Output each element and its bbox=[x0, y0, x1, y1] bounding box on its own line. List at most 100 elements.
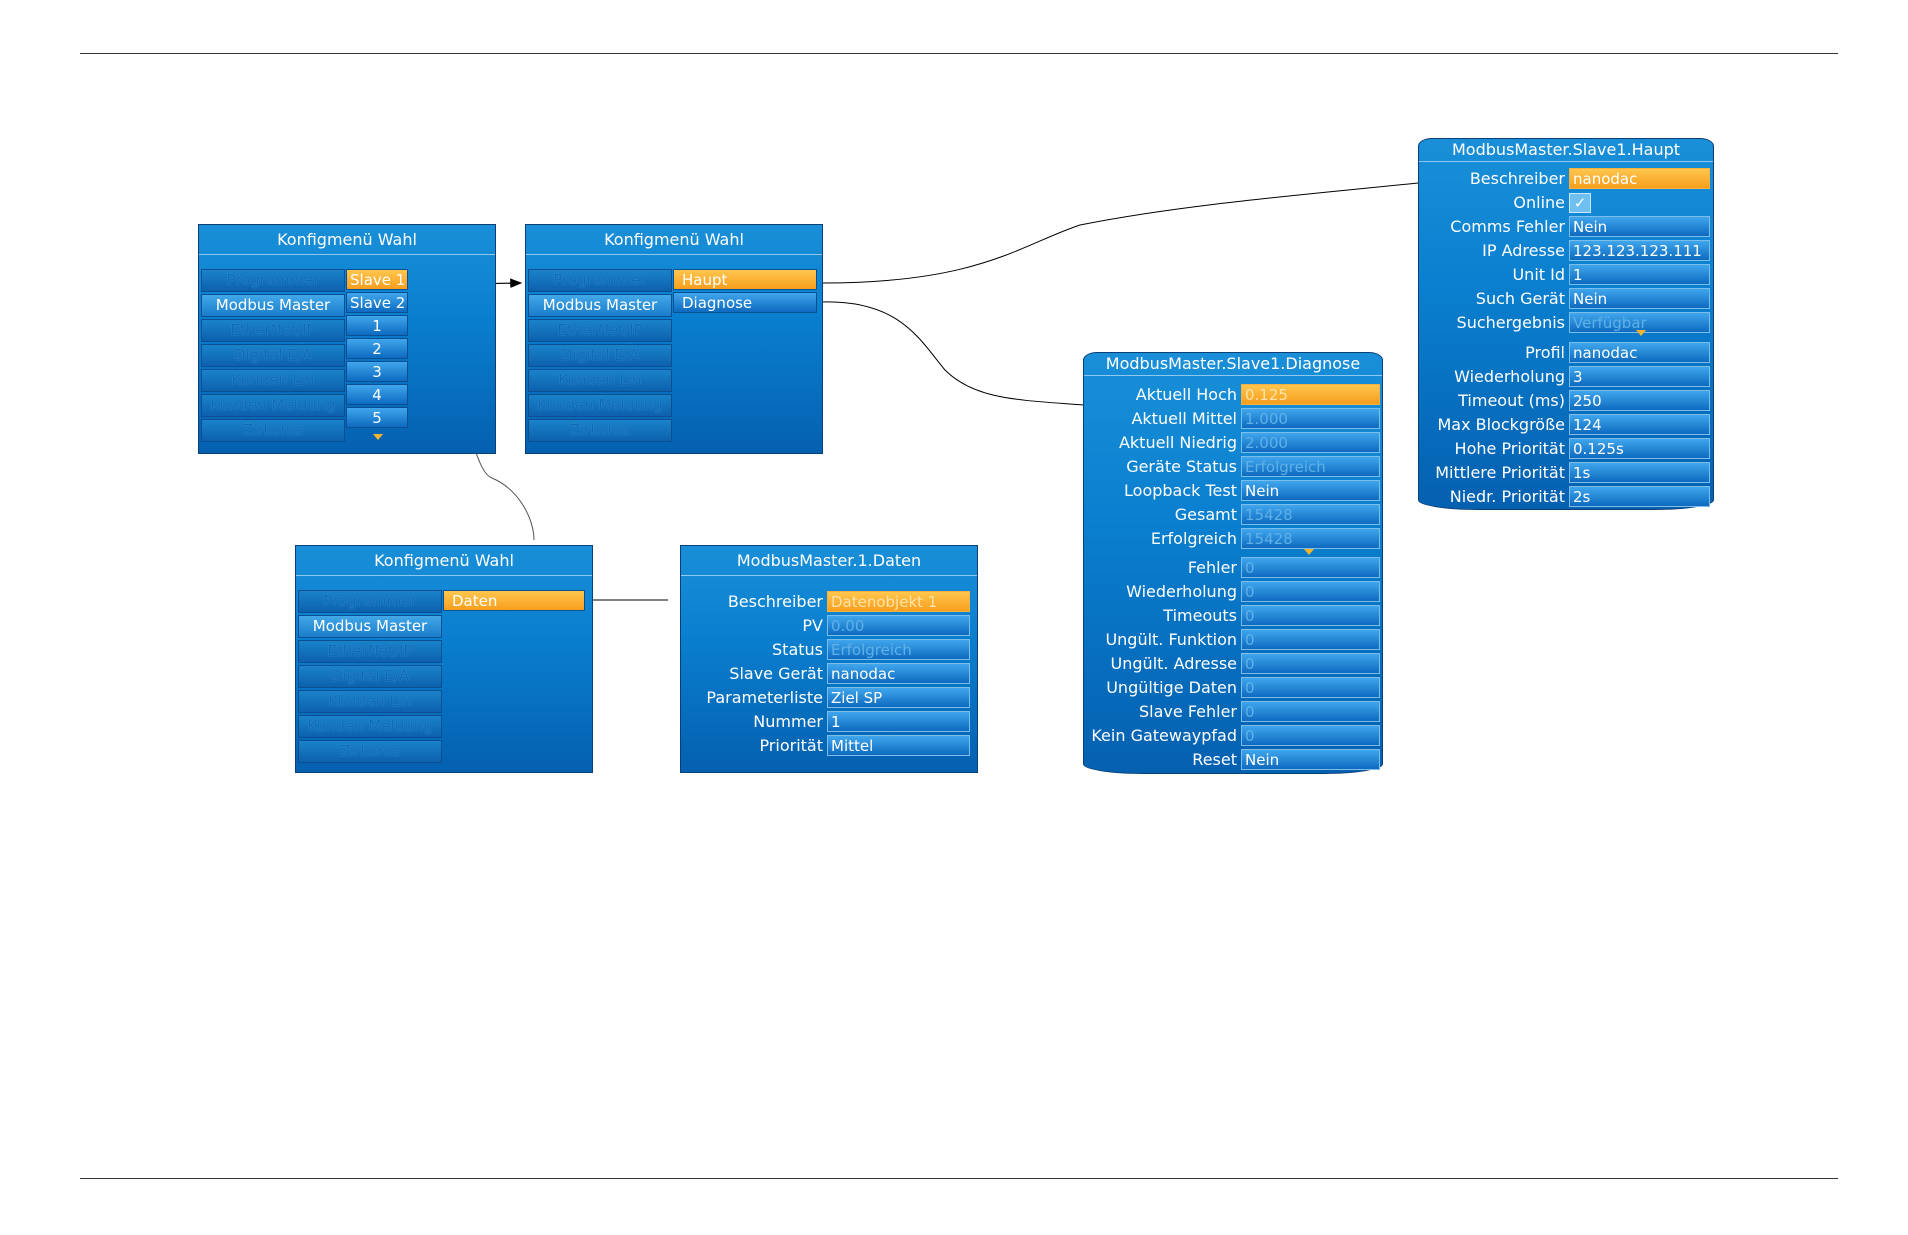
menu-item-programmer[interactable]: Programmer bbox=[298, 590, 442, 613]
menu-item-kunden-meldung[interactable]: Kunden Meldung bbox=[201, 394, 345, 417]
param-value-hohe-prioritaet[interactable]: 0.125s bbox=[1569, 437, 1710, 459]
menu-item-ethernet-ip[interactable]: EtherNet/IP bbox=[298, 640, 442, 663]
param-value-ungueltige-adresse[interactable]: 0 bbox=[1241, 652, 1380, 674]
submenu-item-4[interactable]: 4 bbox=[346, 384, 408, 405]
menu-item-kunden-lin[interactable]: Kunden Lin bbox=[528, 369, 672, 392]
param-value-ungueltige-funktion[interactable]: 0 bbox=[1241, 628, 1380, 650]
param-row-online: Online✓ bbox=[1419, 190, 1710, 214]
param-value-such-geraet[interactable]: Nein bbox=[1569, 287, 1710, 309]
submenu-list: Slave 1 Slave 2 1 2 3 4 5 bbox=[346, 269, 408, 430]
menu-item-digital-io[interactable]: Digital E/A bbox=[528, 344, 672, 367]
param-value-aktuell-niedrig[interactable]: 2.000 bbox=[1241, 431, 1380, 453]
menu-item-digital-io[interactable]: Digital E/A bbox=[298, 665, 442, 688]
submenu-item-3[interactable]: 3 bbox=[346, 361, 408, 382]
footer-rule bbox=[80, 1178, 1838, 1179]
param-value-pv[interactable]: 0.00 bbox=[827, 614, 970, 636]
config-menu-panel-3: Konfigmenü Wahl Programmer Modbus Master… bbox=[295, 545, 593, 773]
menu-item-kunden-meldung[interactable]: Kunden Meldung bbox=[528, 394, 672, 417]
menu-item-zirkonia[interactable]: Zirkonia bbox=[528, 419, 672, 442]
submenu-item-slave-2[interactable]: Slave 2 bbox=[346, 292, 408, 313]
menu-item-modbus-master[interactable]: Modbus Master bbox=[528, 294, 672, 317]
param-value-slave-geraet[interactable]: nanodac bbox=[827, 662, 970, 684]
menu-item-ethernet-ip[interactable]: EtherNet/IP bbox=[528, 319, 672, 342]
param-value-timeout-ms[interactable]: 250 bbox=[1569, 389, 1710, 411]
menu-list: Programmer Modbus Master EtherNet/IP Dig… bbox=[298, 590, 442, 765]
param-value-gesamt[interactable]: 15428 bbox=[1241, 503, 1380, 525]
menu-item-programmer[interactable]: Programmer bbox=[528, 269, 672, 292]
param-value-mittlere-prioritaet[interactable]: 1s bbox=[1569, 461, 1710, 483]
menu-item-programmer[interactable]: Programmer bbox=[201, 269, 345, 292]
param-value-comms-fehler[interactable]: Nein bbox=[1569, 215, 1710, 237]
submenu-item-diagnose[interactable]: Diagnose bbox=[673, 292, 817, 313]
param-value-beschreiber[interactable]: nanodac bbox=[1569, 167, 1710, 189]
param-value-kein-gatewaypfad[interactable]: 0 bbox=[1241, 724, 1380, 746]
menu-item-modbus-master[interactable]: Modbus Master bbox=[298, 615, 442, 638]
online-checkbox[interactable]: ✓ bbox=[1569, 192, 1591, 213]
menu-item-kunden-meldung[interactable]: Kunden Meldung bbox=[298, 715, 442, 738]
menu-item-kunden-lin[interactable]: Kunden Lin bbox=[201, 369, 345, 392]
menu-item-ethernet-ip[interactable]: EtherNet/IP bbox=[201, 319, 345, 342]
submenu-item-2[interactable]: 2 bbox=[346, 338, 408, 359]
param-value-fehler[interactable]: 0 bbox=[1241, 556, 1380, 578]
menu-item-zirkonia[interactable]: Zirkonia bbox=[201, 419, 345, 442]
param-value-parameterliste[interactable]: Ziel SP bbox=[827, 686, 970, 708]
submenu-item-5[interactable]: 5 bbox=[346, 407, 408, 428]
param-value-ip-adresse[interactable]: 123.123.123.111 bbox=[1569, 239, 1710, 261]
param-value-wiederholung[interactable]: 3 bbox=[1569, 365, 1710, 387]
submenu-item-daten[interactable]: Daten bbox=[443, 590, 585, 611]
param-value-aktuell-hoch[interactable]: 0.125 bbox=[1241, 383, 1380, 405]
param-value-wiederholung[interactable]: 0 bbox=[1241, 580, 1380, 602]
param-value-aktuell-mittel[interactable]: 1.000 bbox=[1241, 407, 1380, 429]
scroll-down-icon[interactable] bbox=[373, 434, 383, 440]
scroll-more-icon[interactable] bbox=[1304, 549, 1314, 555]
param-row-timeout-ms: Timeout (ms)250 bbox=[1419, 388, 1710, 412]
param-value-suchergebnis[interactable]: Verfügbar bbox=[1569, 311, 1710, 333]
param-value-slave-fehler[interactable]: 0 bbox=[1241, 700, 1380, 722]
param-value-niedr-prioritaet[interactable]: 2s bbox=[1569, 485, 1710, 507]
submenu-item-1[interactable]: 1 bbox=[346, 315, 408, 336]
param-value-nummer[interactable]: 1 bbox=[827, 710, 970, 732]
param-value-geraete-status[interactable]: Erfolgreich bbox=[1241, 455, 1380, 477]
param-value-loopback-test[interactable]: Nein bbox=[1241, 479, 1380, 501]
param-value-profil[interactable]: nanodac bbox=[1569, 341, 1710, 363]
param-value-status[interactable]: Erfolgreich bbox=[827, 638, 970, 660]
submenu-item-haupt[interactable]: Haupt bbox=[673, 269, 817, 290]
param-value-erfolgreich[interactable]: 15428 bbox=[1241, 527, 1380, 549]
menu-item-zirkonia[interactable]: Zirkonia bbox=[298, 740, 442, 763]
param-value-timeouts[interactable]: 0 bbox=[1241, 604, 1380, 626]
scroll-more-icon[interactable] bbox=[1636, 330, 1646, 336]
config-menu-panel-2: Konfigmenü Wahl Programmer Modbus Master… bbox=[525, 224, 823, 454]
config-menu-panel-1: Konfigmenü Wahl Programmer Modbus Master… bbox=[198, 224, 496, 454]
menu-item-modbus-master[interactable]: Modbus Master bbox=[201, 294, 345, 317]
menu-item-kunden-lin[interactable]: Kunden Lin bbox=[298, 690, 442, 713]
menu-item-digital-io[interactable]: Digital E/A bbox=[201, 344, 345, 367]
param-value-prioritaet[interactable]: Mittel bbox=[827, 734, 970, 756]
param-value-max-blockgroesse[interactable]: 124 bbox=[1569, 413, 1710, 435]
submenu-item-slave-1[interactable]: Slave 1 bbox=[346, 269, 408, 290]
submenu-list: Daten bbox=[443, 590, 585, 613]
connector-diagnose-to-panel bbox=[821, 301, 1084, 406]
param-value-unit-id[interactable]: 1 bbox=[1569, 263, 1710, 285]
param-value-reset[interactable]: Nein bbox=[1241, 748, 1380, 770]
param-value-ungueltige-daten[interactable]: 0 bbox=[1241, 676, 1380, 698]
param-value-beschreiber[interactable]: Datenobjekt 1 bbox=[827, 590, 970, 612]
